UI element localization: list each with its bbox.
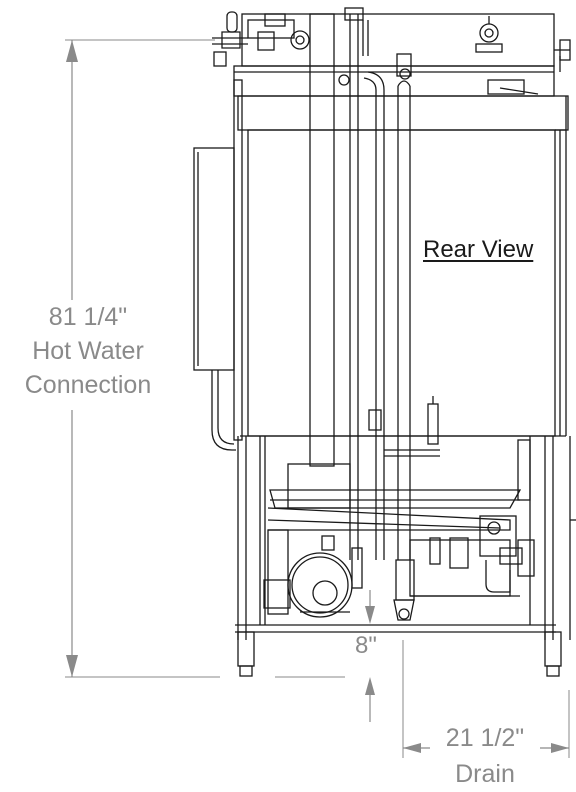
sump-and-pump [263,439,535,621]
drain-caption: Drain [455,760,515,788]
height-dimension-label: 81 1/4" Hot Water Connection [0,300,176,402]
drain-height-dimension [275,590,375,722]
drain-offset-value: 21 1/2" [445,724,525,752]
height-caption-line2: Connection [24,371,152,399]
drain-height-label: 8" [355,632,377,659]
height-dimension [65,39,220,678]
rear-view-label: Rear View [423,236,534,263]
drain-offset-dimension [402,640,570,758]
height-caption-line1: Hot Water [32,337,144,365]
machine-body [233,65,569,441]
lower-frame [235,436,576,677]
vertical-pipes [309,7,440,560]
top-plumbing [212,11,571,72]
control-box [193,147,236,451]
drain-offset-label: 21 1/2" Drain [430,720,540,792]
height-value: 81 1/4" [48,303,128,331]
